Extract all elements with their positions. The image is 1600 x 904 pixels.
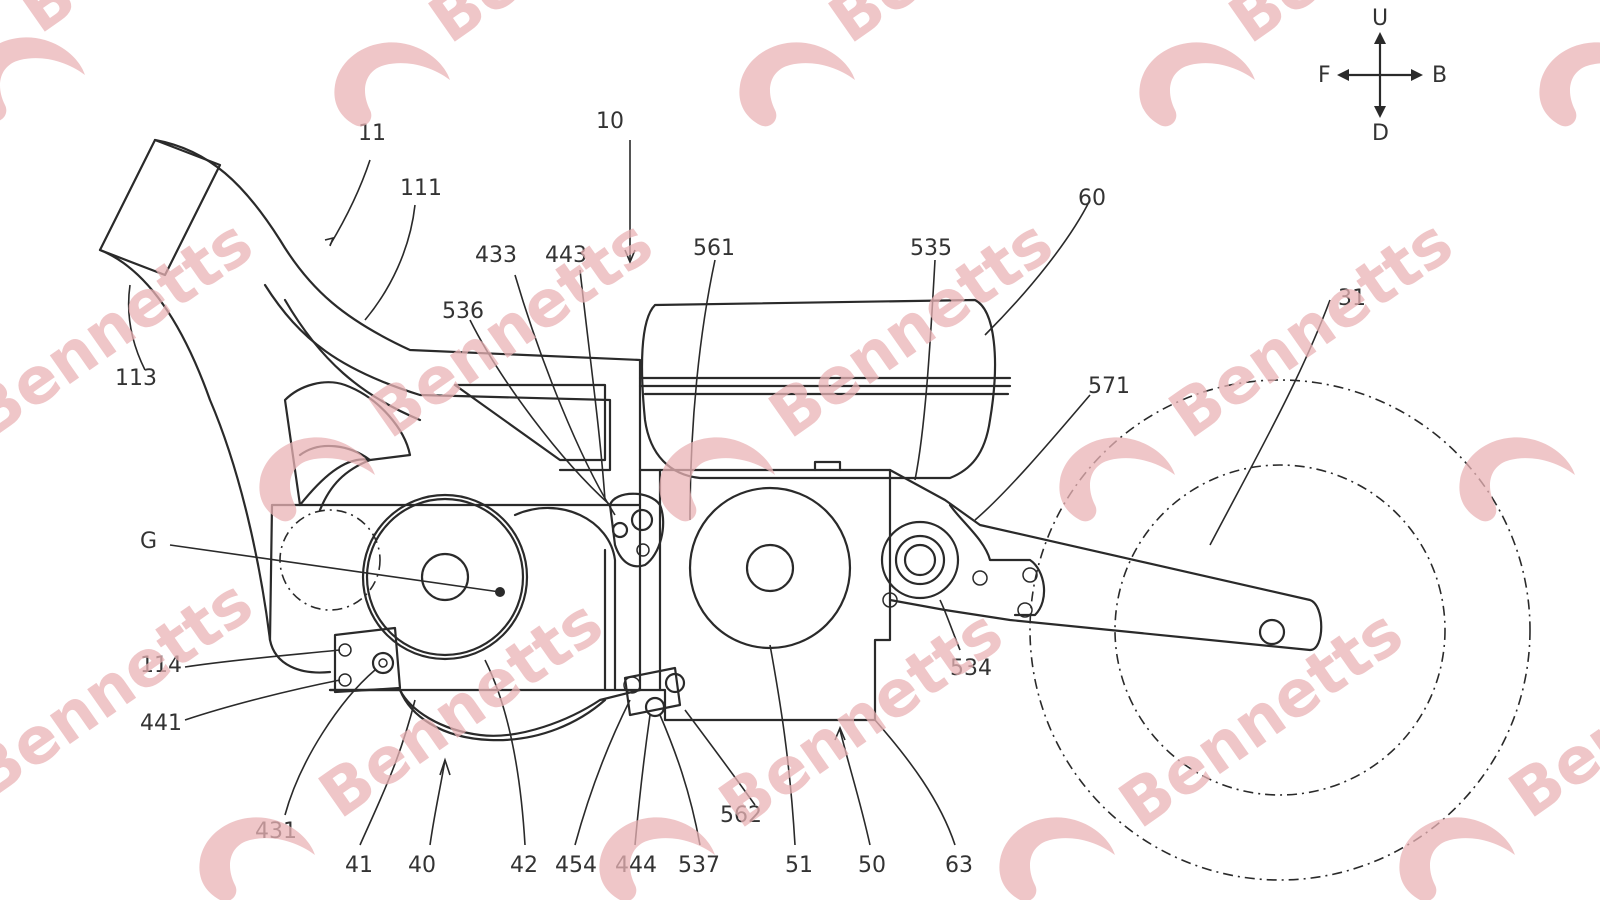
- label-10: 10: [596, 109, 624, 134]
- label-50: 50: [858, 853, 886, 878]
- watermark-text: Bennetts: [0, 566, 266, 814]
- compass-back-label: B: [1432, 63, 1447, 88]
- compass-front-label: F: [1318, 63, 1331, 88]
- label-42: 42: [510, 853, 538, 878]
- direction-compass: U D F B: [1318, 6, 1447, 146]
- label-111: 111: [400, 176, 442, 201]
- label-40: 40: [408, 853, 436, 878]
- label-535: 535: [910, 236, 952, 261]
- label-441: 441: [140, 711, 182, 736]
- watermark-text: Bennetts: [817, 0, 1126, 58]
- watermark-text: Bennetts: [1497, 586, 1600, 834]
- watermark-text: Bennetts: [7, 0, 316, 48]
- label-571: 571: [1088, 374, 1130, 399]
- label-114: 114: [140, 653, 182, 678]
- rear-wheel: [1029, 379, 1531, 881]
- watermark-text: Bennetts: [1157, 206, 1466, 454]
- compass-up-label: U: [1372, 6, 1388, 31]
- label-454: 454: [555, 853, 597, 878]
- label-433: 433: [475, 243, 517, 268]
- label-41: 41: [345, 853, 373, 878]
- label-31: 31: [1338, 286, 1366, 311]
- label-562: 562: [720, 803, 762, 828]
- label-51: 51: [785, 853, 813, 878]
- reference-labels: 11 10 111 113 433 443 561 535 60 31 536 …: [115, 109, 1366, 878]
- label-536: 536: [442, 299, 484, 324]
- watermark-text-group: Bennetts Bennetts Bennetts Bennetts Benn…: [0, 0, 1600, 843]
- label-113: 113: [115, 366, 157, 391]
- engine-40: [268, 492, 686, 742]
- watermark-text: Bennetts: [0, 206, 266, 454]
- leader-lines: [127, 140, 1331, 846]
- frame-11: [98, 138, 642, 674]
- label-443: 443: [545, 243, 587, 268]
- label-534: 534: [950, 656, 992, 681]
- swingarm-31: [880, 468, 1323, 652]
- tank-60: [638, 298, 1012, 480]
- watermark-text: Bennetts: [307, 586, 616, 834]
- label-561: 561: [693, 236, 735, 261]
- watermark-text: Bennetts: [417, 0, 726, 58]
- label-60: 60: [1078, 186, 1106, 211]
- label-63: 63: [945, 853, 973, 878]
- watermark-text: Bennetts: [1107, 596, 1416, 844]
- compass-down-label: D: [1372, 121, 1389, 146]
- label-G: G: [140, 529, 157, 554]
- label-537: 537: [678, 853, 720, 878]
